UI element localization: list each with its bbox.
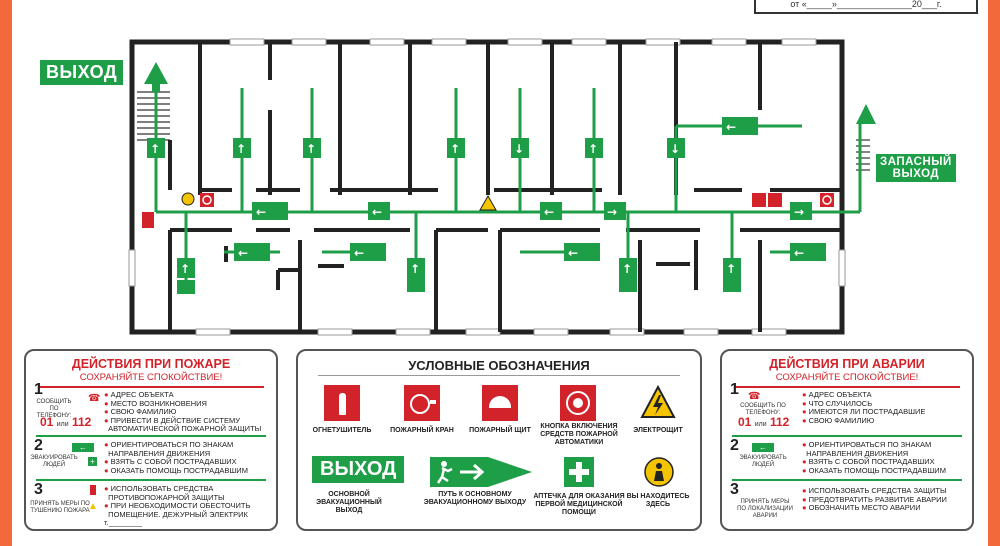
- accident-step3-list: ● ИСПОЛЬЗОВАТЬ СРЕДСТВА ЗАЩИТЫ ● ПРЕДОТВ…: [802, 486, 947, 512]
- approval-stamp: от «_____»_______________20___г.: [754, 0, 978, 14]
- legend-exit-sign: ВЫХОД: [312, 456, 405, 483]
- first-aid-icon: +: [88, 457, 97, 466]
- svg-text:←: ←: [372, 205, 382, 219]
- evac-path-icon: [430, 457, 532, 487]
- svg-text:←: ←: [354, 246, 364, 260]
- legend-panel: УСЛОВНЫЕ ОБОЗНАЧЕНИЯ ОГНЕТУШИТЕЛЬ ПОЖАРН…: [296, 349, 702, 531]
- svg-text:↑: ↑: [410, 262, 420, 276]
- step-caption: ЭВАКУИРОВАТЬ ЛЮДЕЙ: [30, 455, 78, 468]
- divider: [38, 386, 264, 388]
- divider: [732, 435, 962, 437]
- svg-text:←: ←: [794, 246, 804, 260]
- exit-arrow-icon: ←: [72, 443, 94, 452]
- step-caption: ПРИНЯТЬ МЕРЫ ПО ЛОКАЛИЗАЦИИ АВАРИИ: [737, 499, 793, 519]
- legend-title: УСЛОВНЫЕ ОБОЗНАЧЕНИЯ: [408, 358, 590, 373]
- accident-panel-title: ДЕЙСТВИЯ ПРИ АВАРИИ: [769, 357, 925, 371]
- fire-step2-list: ● ОРИЕНТИРОВАТЬСЯ ПО ЗНАКАМ НАПРАВЛЕНИЯ …: [104, 440, 248, 475]
- divider: [732, 479, 962, 481]
- fire-equipment: [142, 192, 834, 228]
- svg-text:→: →: [607, 205, 617, 219]
- step-caption: ЭВАКУИРОВАТЬ ЛЮДЕЙ: [739, 455, 787, 468]
- divider: [734, 386, 960, 388]
- accident-actions-panel: ДЕЙСТВИЯ ПРИ АВАРИИ СОХРАНЯЙТЕ СПОКОЙСТВ…: [720, 349, 974, 531]
- spare-exit-line1: ЗАПАСНЫЙ: [880, 156, 952, 168]
- fire-step1-list: ● АДРЕС ОБЪЕКТА ● МЕСТО ВОЗНИКНОВЕНИЯ ● …: [104, 390, 262, 433]
- extinguisher-icon: [324, 385, 360, 421]
- spare-exit-line2: ВЫХОД: [892, 168, 940, 180]
- divider: [318, 375, 680, 376]
- legend-caption: ЭЛЕКТРОЩИТ: [633, 427, 683, 434]
- step-number: 1: [34, 381, 43, 398]
- accident-step1-list: ● АДРЕС ОБЪЕКТА ● ЧТО СЛУЧИЛОСЬ ● ИМЕЮТС…: [802, 390, 926, 425]
- svg-text:↑: ↑: [622, 262, 632, 276]
- legend-caption: ОГНЕТУШИТЕЛЬ: [312, 427, 372, 434]
- svg-text:↓: ↓: [514, 142, 524, 156]
- exit-arrow-icon: ←: [752, 443, 774, 452]
- accident-step2-list: ● ОРИЕНТИРОВАТЬСЯ ПО ЗНАКАМ НАПРАВЛЕНИЯ …: [802, 440, 946, 475]
- svg-text:↑: ↑: [236, 142, 246, 156]
- svg-text:↑: ↑: [150, 142, 160, 156]
- fire-hose-icon: [404, 385, 440, 421]
- legend-caption: ПОЖАРНЫЙ ЩИТ: [469, 427, 531, 434]
- you-are-here-icon: [644, 457, 674, 487]
- step-number: 3: [34, 481, 43, 498]
- fire-actions-panel: ДЕЙСТВИЯ ПРИ ПОЖАРЕ СОХРАНЯЙТЕ СПОКОЙСТВ…: [24, 349, 278, 531]
- legend-caption: КНОПКА ВКЛЮЧЕНИЯ СРЕДСТВ ПОЖАРНОЙ АВТОМА…: [540, 423, 618, 446]
- alarm-button-icon: [560, 385, 596, 421]
- legend-caption: ПОЖАРНЫЙ КРАН: [390, 427, 454, 434]
- step-caption: СООБЩИТЬ ПО ТЕЛЕФОНУ:: [36, 399, 72, 419]
- spare-exit-arrow: [856, 104, 876, 124]
- svg-text:←: ←: [238, 246, 248, 260]
- svg-text:→: →: [794, 205, 804, 219]
- legend-caption: ПУТЬ К ОСНОВНОМУ ЭВАКУАЦИОННОМУ ВЫХОДУ: [423, 491, 527, 506]
- divider: [36, 435, 266, 437]
- svg-text:↑: ↑: [306, 142, 316, 156]
- svg-text:↓: ↓: [670, 142, 680, 156]
- svg-text:←: ←: [256, 205, 266, 219]
- phone-number: 01 или 112: [738, 415, 790, 429]
- fire-board-icon: [482, 385, 518, 421]
- svg-text:↑: ↑: [180, 262, 190, 276]
- legend-caption: ОСНОВНОЙ ЭВАКУАЦИОННЫЙ ВЫХОД: [316, 491, 382, 514]
- fire-panel-subtitle: СОХРАНЯЙТЕ СПОКОЙСТВИЕ!: [79, 372, 223, 383]
- step-caption: СООБЩИТЬ ПО ТЕЛЕФОНУ:: [740, 403, 786, 416]
- divider: [36, 479, 266, 481]
- phone-number: 01 или 112: [40, 415, 92, 429]
- phone-icon: ☎: [748, 391, 761, 402]
- legend-caption: ВЫ НАХОДИТЕСЬ ЗДЕСЬ: [626, 493, 690, 508]
- svg-text:↑: ↑: [588, 142, 598, 156]
- step-number: 3: [730, 481, 739, 498]
- fire-step3-list: ● ИСПОЛЬЗОВАТЬ СРЕДСТВА ПРОТИВОПОЖАРНОЙ …: [104, 484, 251, 527]
- svg-text:←: ←: [568, 246, 578, 260]
- svg-text:←: ←: [544, 205, 554, 219]
- accident-panel-subtitle: СОХРАНЯЙТЕ СПОКОЙСТВИЕ!: [775, 372, 919, 383]
- direction-signs: ↑ ↑ ↑ ↑ ↓ ↑ ↓ ← ← ← → → ← ↑ ← ← ↑ ← ↑ ↑ ←: [147, 117, 826, 294]
- step-caption: ПРИНЯТЬ МЕРЫ ПО ТУШЕНИЮ ПОЖАРА: [30, 501, 90, 514]
- step-number: 2: [730, 437, 739, 454]
- step-number: 2: [34, 437, 43, 454]
- legend-caption: АПТЕЧКА ДЛЯ ОКАЗАНИЯ ПЕРВОЙ МЕДИЦИНСКОЙ …: [533, 493, 625, 516]
- svg-text:←: ←: [726, 120, 736, 134]
- floor-plan: ↑ ↑ ↑ ↑ ↓ ↑ ↓ ← ← ← → → ← ↑ ← ← ↑ ← ↑ ↑ ←: [128, 38, 876, 336]
- svg-text:↑: ↑: [450, 142, 460, 156]
- fire-panel-title: ДЕЙСТВИЯ ПРИ ПОЖАРЕ: [71, 357, 231, 371]
- warning-icon: ▲: [88, 501, 98, 512]
- electric-hazard-icon: [640, 385, 676, 418]
- step-number: 1: [730, 381, 739, 398]
- first-aid-icon: [564, 457, 594, 487]
- spare-exit-label: ЗАПАСНЫЙ ВЫХОД: [876, 154, 956, 182]
- main-exit-label: ВЫХОД: [40, 60, 124, 85]
- svg-text:↑: ↑: [726, 262, 736, 276]
- phone-icon: ☎: [88, 393, 101, 404]
- main-exit-arrow: [144, 62, 168, 92]
- extinguisher-icon: [90, 485, 96, 495]
